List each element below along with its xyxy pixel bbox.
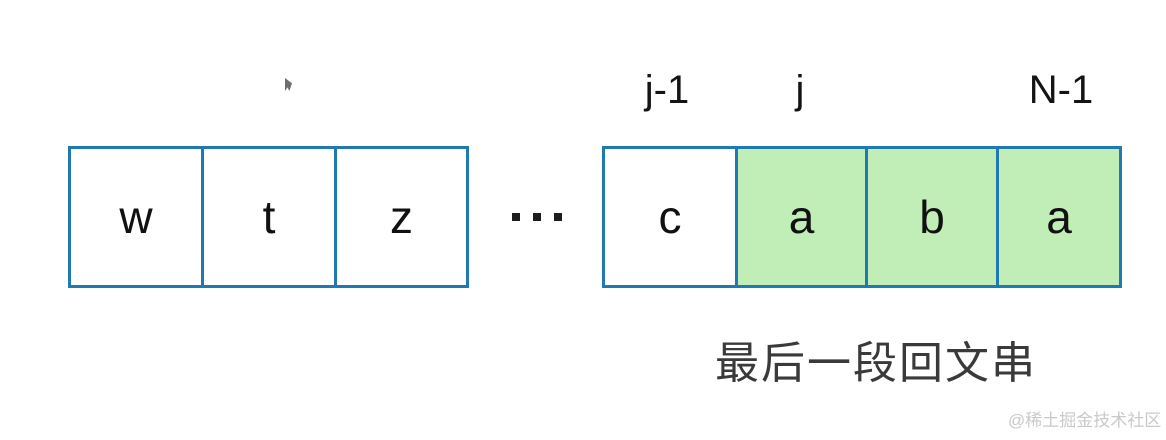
index-label-n-minus-1: N-1 [1028,68,1094,112]
array-cell-t[interactable]: t [204,149,337,285]
array-cell-z[interactable]: z [337,149,466,285]
array-cell-c[interactable]: c [605,149,738,285]
ellipsis-dot-2 [533,213,541,221]
ellipsis-dot-3 [554,213,562,221]
right-array-strip: c a b a [602,146,1122,288]
ellipsis-separator [512,213,562,221]
mouse-cursor-icon [285,78,292,91]
caption-last-palindrome-segment: 最后一段回文串 [715,339,1037,388]
watermark: @稀土掘金技术社区 [1008,411,1162,430]
left-array-strip: w t z [68,146,469,288]
array-cell-a-first[interactable]: a [738,149,868,285]
index-label-j: j [795,68,805,112]
array-cell-a-last[interactable]: a [999,149,1119,285]
array-cell-w[interactable]: w [71,149,204,285]
array-cell-b[interactable]: b [868,149,999,285]
ellipsis-dot-1 [512,213,520,221]
index-label-j-minus-1: j-1 [644,68,690,112]
